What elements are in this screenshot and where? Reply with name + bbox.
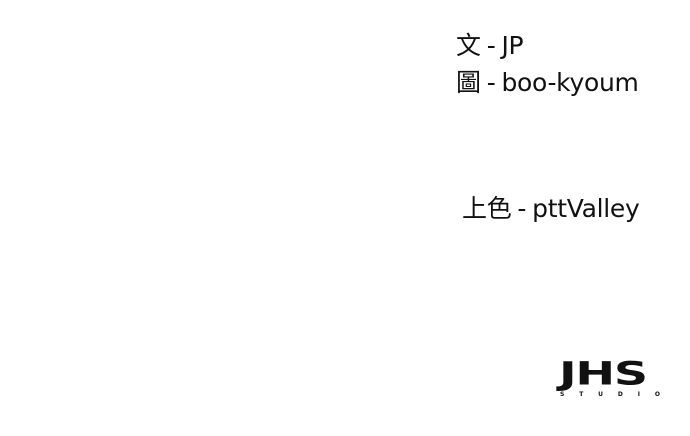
jhs-studio-logo: JHS S T U D I O bbox=[559, 354, 660, 400]
credit-name: JP bbox=[501, 31, 524, 60]
credit-separator: - bbox=[486, 31, 496, 60]
credit-name: pttValley bbox=[532, 194, 640, 223]
credit-writer: 文-JP bbox=[456, 31, 524, 61]
credit-separator: - bbox=[517, 194, 527, 223]
logo-sub-letter: T bbox=[579, 391, 584, 398]
credit-role: 圖 bbox=[456, 68, 481, 97]
credit-name: boo-kyoum bbox=[501, 68, 639, 97]
logo-sub-letter: S bbox=[560, 391, 565, 398]
credit-separator: - bbox=[486, 68, 496, 97]
credit-role: 文 bbox=[456, 31, 481, 60]
credit-role: 上色 bbox=[462, 194, 512, 223]
logo-sub-letter: D bbox=[617, 391, 623, 398]
credit-color: 上色-pttValley bbox=[462, 194, 640, 224]
logo-main-text: JHS bbox=[559, 354, 648, 392]
logo-sub-letter: U bbox=[598, 391, 604, 398]
logo-sub-letter: O bbox=[654, 391, 660, 398]
logo-sub-text: S T U D I O bbox=[560, 391, 660, 398]
credit-art: 圖-boo-kyoum bbox=[456, 68, 639, 98]
logo-sub-letter: I bbox=[637, 391, 641, 398]
